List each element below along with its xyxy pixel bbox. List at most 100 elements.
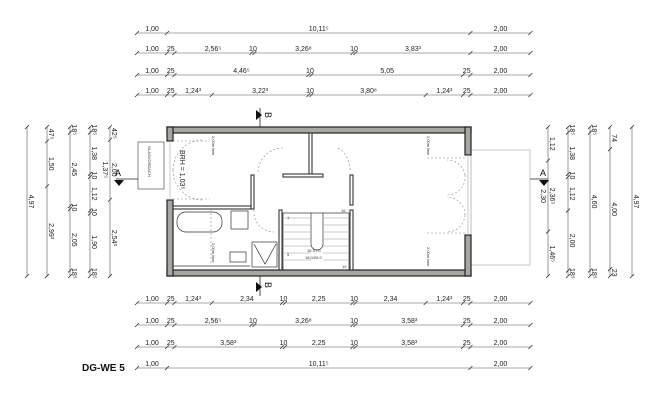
dimension-tick bbox=[134, 300, 140, 306]
dimension-label: 18⁵ bbox=[90, 124, 97, 135]
dimension-tick bbox=[528, 92, 533, 98]
dimension-label: 1,50 bbox=[47, 157, 54, 171]
dimension-tick bbox=[209, 300, 215, 306]
dimension-tick bbox=[44, 124, 50, 130]
dimension-tick bbox=[629, 124, 635, 130]
dimension-label: 1,00 bbox=[145, 318, 159, 325]
dimension-tick bbox=[44, 273, 50, 279]
dimension-tick bbox=[350, 344, 355, 350]
dimension-tick bbox=[134, 344, 140, 350]
dimension-tick bbox=[44, 183, 50, 189]
dimension-label: 2,00 bbox=[568, 234, 575, 248]
dimension-tick bbox=[460, 92, 466, 98]
line-200-label-a: 2,00m linie bbox=[211, 136, 216, 156]
dimension-tick bbox=[87, 130, 93, 135]
dimension-label: 23 bbox=[610, 269, 617, 277]
dimension-label: 10 bbox=[90, 208, 97, 216]
dimension-tick bbox=[24, 273, 30, 279]
dimension-label: 1,00 bbox=[145, 296, 159, 303]
glass-canopy: GLASVORDACH bbox=[137, 141, 165, 190]
dimension-label: 10 bbox=[350, 340, 358, 347]
dimension-tick bbox=[350, 322, 355, 328]
dimension-tick bbox=[87, 208, 93, 213]
dimension-label: 3,22³ bbox=[252, 88, 269, 95]
dimension-label: 3,58³ bbox=[401, 340, 418, 347]
line-200-label-b: 2,00m linie bbox=[211, 243, 216, 263]
dimension-label: 47⁵ bbox=[47, 129, 54, 140]
section-marker-b-top: B bbox=[256, 108, 273, 127]
dimension-tick bbox=[172, 322, 177, 328]
dimension-label: 10 bbox=[350, 318, 358, 325]
dimension-label: 10 bbox=[280, 296, 288, 303]
dimension-label: 18⁵ bbox=[568, 268, 575, 279]
dimension-tick bbox=[172, 300, 177, 306]
dimension-label: 25 bbox=[167, 296, 175, 303]
dimension-tick bbox=[87, 268, 93, 273]
dimension-tick bbox=[565, 130, 571, 135]
dimension-label: 18⁵ bbox=[568, 124, 575, 135]
dimension-tick bbox=[87, 211, 93, 216]
dimension-tick bbox=[164, 322, 170, 328]
dimension-tick bbox=[107, 124, 113, 130]
dimension-tick bbox=[468, 30, 473, 36]
dimension-label: 2,00 bbox=[494, 340, 508, 347]
dimension-label: 25 bbox=[167, 46, 175, 53]
line-200-label-c: 2,00m linie bbox=[426, 136, 431, 156]
dimension-tick bbox=[468, 344, 473, 350]
stair-steps-label: 16 STG bbox=[307, 248, 321, 253]
dimension-label: 1,12 bbox=[90, 187, 97, 201]
washbasin bbox=[230, 210, 249, 230]
stair-number-5: 5 bbox=[287, 252, 290, 257]
dimension-label: 10 bbox=[90, 172, 97, 180]
dimension-tick bbox=[460, 72, 466, 78]
dimension-label: 10 bbox=[280, 340, 288, 347]
svg-text:A: A bbox=[540, 168, 546, 178]
section-marker-a-left: A bbox=[114, 168, 138, 186]
dimension-label: 3,26⁸ bbox=[295, 46, 312, 53]
dimension-tick bbox=[107, 273, 113, 279]
dimension-tick bbox=[423, 300, 428, 306]
dimension-tick bbox=[460, 344, 466, 350]
dimension-label: 10 bbox=[249, 318, 257, 325]
dimension-label: 10 bbox=[350, 46, 358, 53]
dimension-label: 1,24³ bbox=[436, 296, 453, 303]
shower bbox=[251, 241, 278, 268]
dimension-label: 1,38 bbox=[90, 146, 97, 160]
dimension-label: 4,46⁵ bbox=[233, 68, 250, 75]
dimension-tick bbox=[545, 124, 551, 130]
dimension-tick bbox=[252, 50, 257, 56]
dimension-label: 2,00 bbox=[494, 46, 508, 53]
dimension-tick bbox=[87, 174, 93, 180]
dimension-tick bbox=[587, 268, 593, 273]
dimension-tick bbox=[309, 92, 314, 98]
dimension-tick bbox=[172, 50, 177, 56]
dimension-tick bbox=[565, 273, 571, 279]
dimension-label: 1,00 bbox=[145, 340, 159, 347]
dimension-tick bbox=[164, 365, 170, 371]
dimension-tick bbox=[528, 72, 533, 78]
dimension-tick bbox=[353, 300, 358, 306]
dimension-label: 18⁵ bbox=[70, 124, 77, 135]
dimension-tick bbox=[545, 273, 551, 279]
dimension-label: 18⁵ bbox=[70, 268, 77, 279]
dimension-label: 25 bbox=[463, 88, 471, 95]
dimension-label: 1,00 bbox=[145, 68, 159, 75]
dimension-tick bbox=[252, 322, 257, 328]
dimension-label: 2,00 bbox=[494, 68, 508, 75]
dimension-label: 25 bbox=[463, 296, 471, 303]
dimension-tick bbox=[282, 344, 288, 350]
dimension-tick bbox=[468, 365, 473, 371]
dimension-label: 25 bbox=[463, 68, 471, 75]
dimension-label: 2,34 bbox=[384, 296, 398, 303]
dimension-label: 3,58³ bbox=[401, 318, 418, 325]
